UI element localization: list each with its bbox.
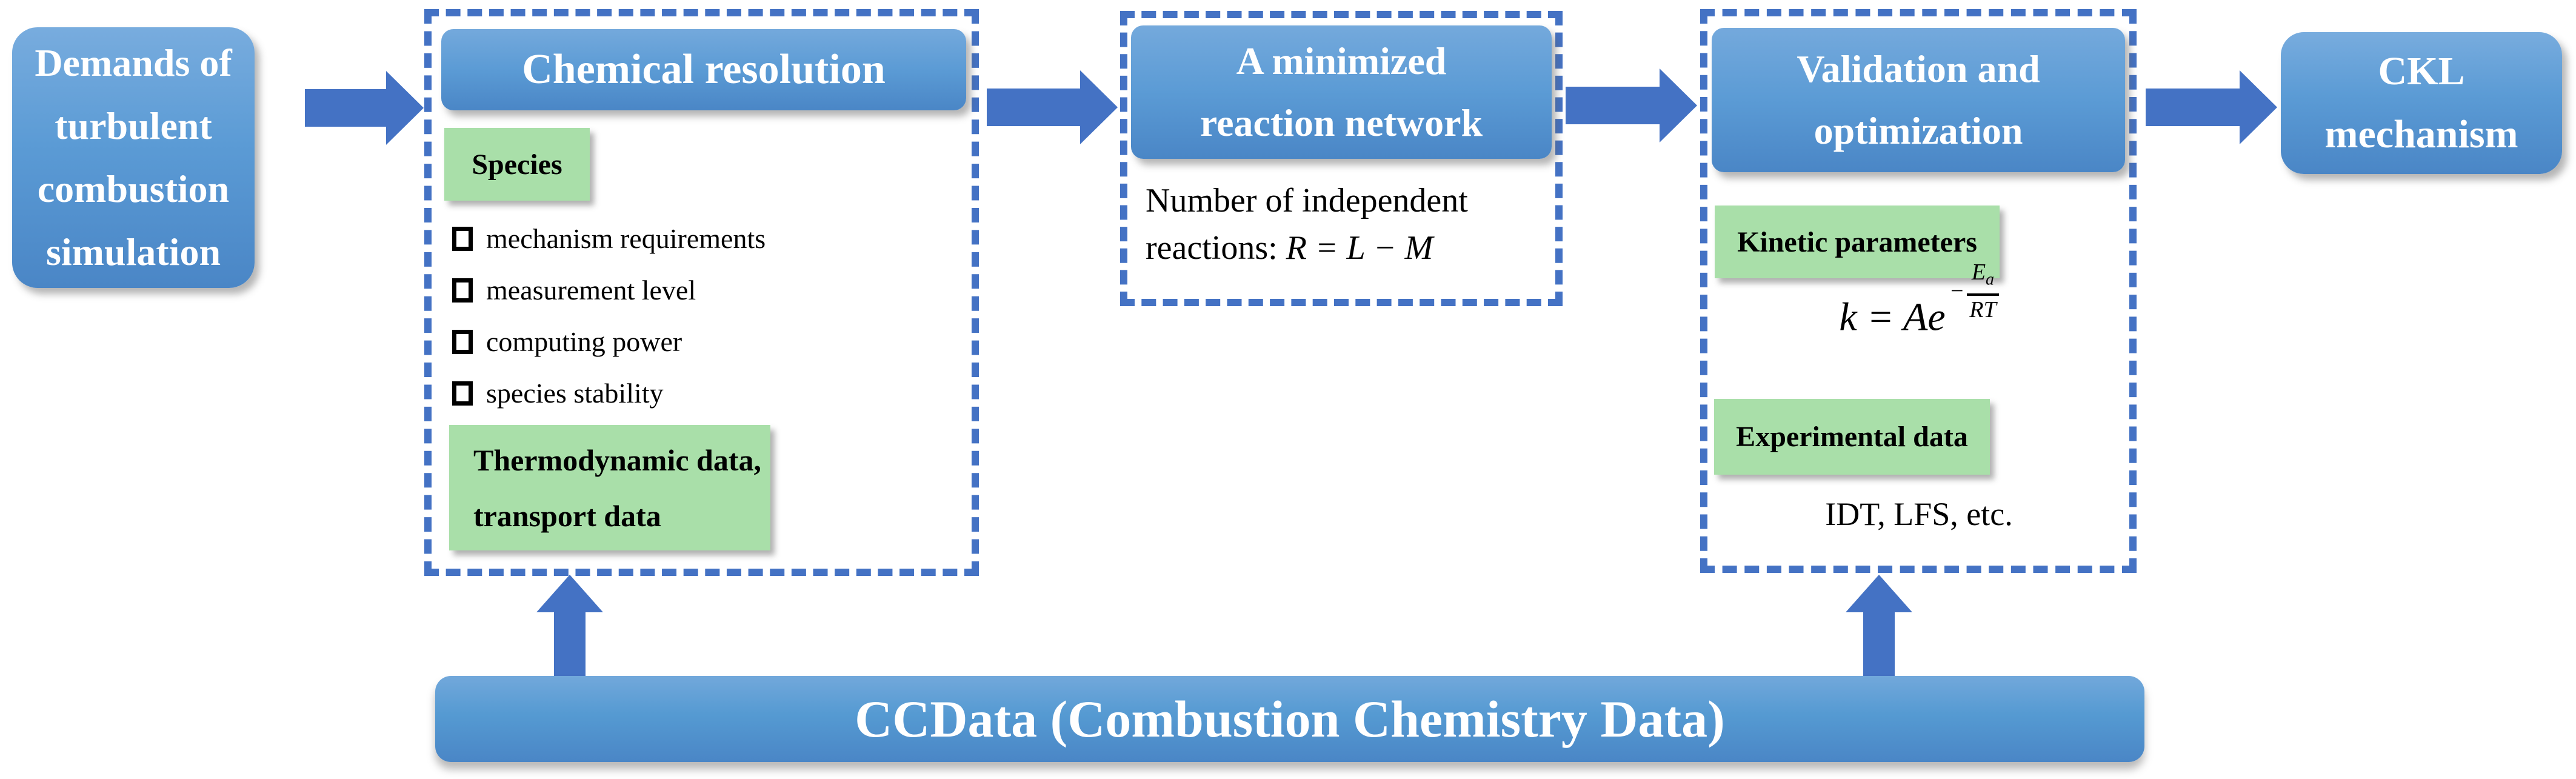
ccdata-bar: CCData (Combustion Chemistry Data) [435, 676, 2144, 762]
kinetic-parameters-text: Kinetic parameters [1737, 226, 1977, 258]
equation-base: k = Ae [1839, 295, 1946, 339]
arrow-right-icon [2240, 70, 2277, 144]
checklist-item-label: measurement level [486, 275, 696, 306]
arrow-up-icon [554, 611, 586, 678]
experimental-data-text: Experimental data [1736, 421, 1968, 453]
species-label-text: Species [472, 148, 562, 181]
note-line: reactions: R = L − M [1146, 224, 1468, 272]
arrow-up-icon [1846, 575, 1912, 612]
validation-header: Validation and optimization [1712, 28, 2125, 172]
arrow-right-icon [1660, 69, 1697, 142]
equation-numerator-main: E [1971, 259, 1986, 285]
demands-line: Demands of [35, 41, 232, 84]
kinetic-parameters-label: Kinetic parameters [1715, 206, 2000, 278]
arrow-right-icon [2146, 89, 2240, 126]
checkbox-icon [452, 278, 473, 303]
checklist-item-label: computing power [486, 326, 682, 357]
demands-box: Demands of turbulent combustion simulati… [12, 27, 255, 288]
checklist-item: species stability [452, 367, 766, 419]
species-label: Species [444, 128, 590, 201]
chemical-resolution-header: Chemical resolution [441, 29, 966, 110]
note-line: Number of independent [1146, 182, 1468, 219]
demands-line: combustion [37, 167, 230, 210]
arrow-up-icon [1863, 611, 1895, 678]
note-formula: R = L − M [1286, 229, 1433, 267]
reaction-network-header: A minimized reaction network [1131, 25, 1552, 159]
ckl-mechanism-box: CKL mechanism [2281, 32, 2562, 174]
equation-numerator: Ea [1972, 259, 1994, 293]
species-checklist: mechanism requirements measurement level… [452, 213, 766, 419]
equation-denominator: RT [1967, 293, 1999, 324]
checkbox-icon [452, 226, 473, 251]
equation-numerator-sub: a [1986, 270, 1995, 289]
demands-line: turbulent [55, 104, 212, 147]
section-title: Chemical resolution [522, 46, 886, 93]
arrow-right-icon [1566, 87, 1660, 124]
section-title-line: A minimized [1236, 39, 1447, 82]
checklist-item-label: species stability [486, 378, 664, 409]
section-title-line: reaction network [1200, 101, 1483, 144]
checklist-item: measurement level [452, 264, 766, 316]
thermo-line: transport data [473, 498, 661, 533]
checklist-item-label: mechanism requirements [486, 223, 766, 254]
equation-minus: − [1949, 278, 1965, 304]
thermo-line: Thermodynamic data, [473, 443, 761, 477]
demands-line: simulation [45, 230, 221, 273]
checkbox-icon [452, 329, 473, 354]
arrow-right-icon [987, 89, 1080, 126]
section-title-line: Validation and [1797, 47, 2040, 90]
arrow-right-icon [386, 71, 424, 145]
experimental-data-label: Experimental data [1714, 399, 1990, 475]
experiment-examples: IDT, LFS, etc. [1825, 496, 2013, 532]
thermo-transport-label: Thermodynamic data, transport data [449, 425, 770, 550]
checklist-item: mechanism requirements [452, 213, 766, 264]
ccdata-label: CCData (Combustion Chemistry Data) [855, 690, 1725, 748]
chemical-resolution-section: Chemical resolution Species mechanism re… [424, 9, 979, 576]
checkbox-icon [452, 381, 473, 406]
arrow-right-icon [305, 89, 387, 127]
ckl-line: CKL [2378, 49, 2465, 93]
checklist-item: computing power [452, 316, 766, 367]
validation-section: Validation and optimization Kinetic para… [1700, 9, 2137, 573]
reaction-network-section: A minimized reaction network Number of i… [1120, 11, 1563, 306]
arrow-right-icon [1080, 70, 1118, 144]
note-prefix: reactions: [1146, 229, 1286, 267]
ckl-line: mechanism [2324, 112, 2518, 156]
independent-reactions-note: Number of independent reactions: R = L −… [1146, 177, 1468, 272]
arrow-up-icon [536, 575, 603, 612]
section-title-line: optimization [1814, 109, 2023, 152]
